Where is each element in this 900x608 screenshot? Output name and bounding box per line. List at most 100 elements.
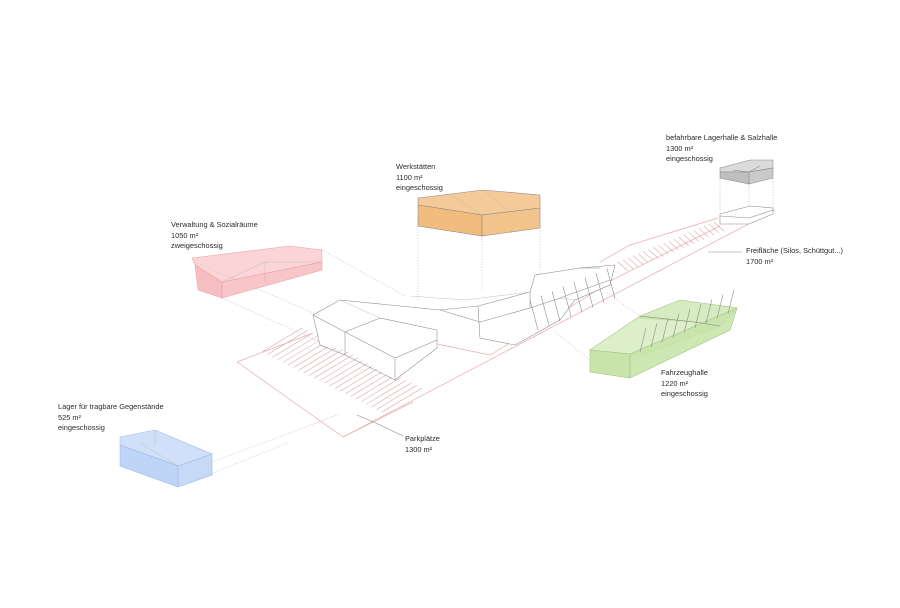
vehicle-hall-rib [650, 323, 658, 348]
vehicle-hall-rib [661, 318, 669, 343]
sawtooth-rib [573, 281, 583, 313]
workshops-floors: eingeschossig [396, 183, 443, 193]
parking-hatch-stroke [350, 372, 391, 397]
portable-goods-storage-volume [119, 429, 213, 488]
open-area-hatch-stroke [658, 244, 669, 255]
open-area-hatch-stroke [668, 240, 679, 251]
vehicle-hall-rib [705, 299, 713, 324]
storage-hall-volume [719, 159, 774, 185]
parking-name: Parkplätze [405, 434, 440, 443]
parking-hatch-stroke [355, 374, 397, 400]
parking-hatch-stroke [303, 348, 344, 374]
parking-hatch-stroke [324, 359, 365, 384]
parking-hatch-stroke [329, 361, 370, 387]
parking-area: 1300 m² [405, 444, 433, 454]
label-parking: Parkplätze 1300 m² [405, 434, 440, 455]
admin-volume [191, 245, 323, 299]
open-area-hatch-stroke [713, 221, 725, 232]
open-area-hatch-stroke [627, 257, 639, 267]
vehicles-floors: eingeschossig [661, 389, 708, 399]
workshops-area: 1100 m² [396, 172, 423, 182]
sawtooth-rib [595, 272, 605, 304]
vehicle-hall-rib [716, 294, 724, 319]
open-area-hatch-stroke [622, 259, 634, 270]
label-storage-hall: befahrbare Lagerhalle & Salzhalle 1300 m… [666, 133, 777, 165]
open-area-hatch-stroke [683, 234, 694, 244]
open-area-hatch [617, 221, 725, 272]
parking-hatch [261, 327, 423, 413]
leader-lines [356, 251, 742, 437]
sawtooth-rib [540, 295, 550, 326]
open-area-hatch-stroke [638, 253, 649, 263]
label-open-area: Freifläche (Silos, Schüttgut...) 1700 m² [746, 246, 843, 267]
open-area-hatch-stroke [688, 232, 699, 242]
site-outline [236, 209, 776, 438]
vehicle-hall-rib [683, 308, 691, 333]
storage-name: befahrbare Lagerhalle & Salzhalle [666, 133, 778, 142]
parking-hatch-stroke [298, 346, 339, 371]
vehicle-hall-rib [672, 313, 680, 338]
vehicle-hall-rib [727, 289, 735, 314]
vehicles-area: 1220 m² [661, 378, 689, 388]
parking-hatch-stroke [345, 369, 386, 394]
workshops-volume [417, 189, 541, 237]
central-sawtooth-roof [529, 268, 616, 331]
storage-hall-footprint [719, 205, 774, 225]
parking-hatch-stroke [371, 382, 412, 408]
storage-area: 1300 m² [666, 143, 694, 153]
vehicle-hall-sawtooth [639, 289, 735, 353]
parking-hatch-stroke [319, 356, 360, 381]
sawtooth-rib [562, 286, 572, 317]
admin-name: Verwaltung & Sozialräume [171, 220, 258, 229]
vehicle-hall-rib [639, 327, 647, 353]
central-building-complex [312, 264, 616, 381]
workshops-name: Werkstätten [396, 162, 436, 171]
parking-hatch-stroke [267, 330, 308, 355]
storage-floors: eingeschossig [666, 154, 713, 164]
label-admin: Verwaltung & Sozialräume 1050 m² zweiges… [171, 220, 258, 252]
open-area-name: Freifläche (Silos, Schüttgut...) [746, 246, 843, 255]
parking-hatch-stroke [376, 385, 417, 410]
goods-name: Lager für tragbare Gegenstände [58, 402, 164, 411]
open-area-hatch-stroke [698, 228, 710, 238]
admin-area: 1050 m² [171, 230, 199, 240]
parking-hatch-stroke [334, 364, 376, 389]
open-area-hatch-stroke [693, 230, 704, 240]
sawtooth-rib [529, 299, 539, 331]
parking-hatch-stroke [366, 379, 407, 405]
parking-hatch-stroke [314, 353, 355, 379]
sawtooth-rib [584, 277, 594, 308]
sawtooth-rib [606, 268, 616, 299]
open-area-hatch-stroke [653, 247, 664, 257]
goods-floors: eingeschossig [58, 423, 105, 433]
open-area-hatch-stroke [673, 238, 684, 249]
vehicle-hall-rib [694, 303, 702, 329]
label-vehicle-hall: Fahrzeughalle 1220 m² eingeschossig [661, 368, 708, 400]
parking-hatch-stroke [360, 377, 402, 402]
open-area-hatch-stroke [643, 251, 654, 261]
vehicles-name: Fahrzeughalle [661, 368, 708, 377]
open-area-hatch-stroke [617, 261, 629, 272]
open-area-hatch-stroke [703, 226, 715, 236]
parking-hatch-stroke [282, 338, 324, 363]
open-area-hatch-stroke [678, 236, 689, 246]
open-area-area: 1700 m² [746, 256, 774, 266]
sawtooth-rib [551, 290, 561, 322]
open-area-hatch-stroke [632, 255, 644, 265]
label-workshops: Werkstätten 1100 m² eingeschossig [396, 162, 443, 194]
label-portable-goods-storage: Lager für tragbare Gegenstände 525 m² ei… [58, 402, 164, 434]
parking-hatch-stroke [272, 332, 313, 358]
open-area-hatch-stroke [708, 223, 720, 234]
parking-hatch-stroke [381, 387, 423, 413]
parking-hatch-stroke [308, 351, 350, 376]
parking-hatch-stroke [293, 343, 334, 368]
open-area-hatch-stroke [648, 249, 659, 259]
parking-hatch-stroke [261, 327, 303, 353]
open-area-hatch-stroke [663, 242, 674, 253]
admin-floors: zweigeschossig [171, 241, 223, 251]
vehicle-hall-volume [589, 299, 738, 379]
parking-hatch-stroke [340, 366, 381, 392]
goods-area: 525 m² [58, 412, 82, 422]
